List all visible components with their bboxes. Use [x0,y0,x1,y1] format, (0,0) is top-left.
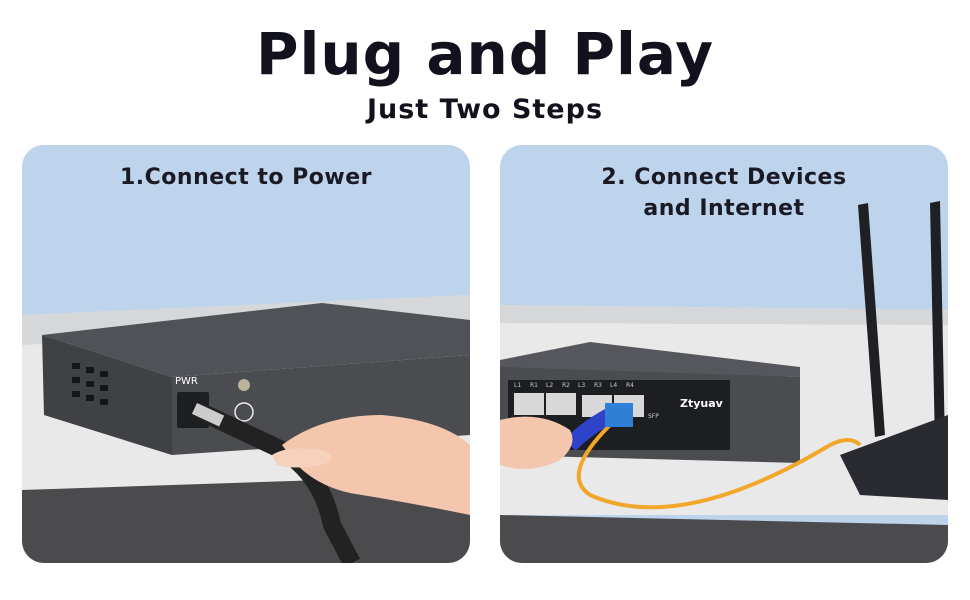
step-1-caption: 1.Connect to Power [119,165,372,190]
vent-holes [72,363,108,405]
sfp-connector [605,403,633,427]
pwr-label: PWR [175,376,198,387]
port-label: L1 [514,382,522,389]
hand [500,416,573,469]
screw-icon [238,379,250,391]
step-1-panel: 1.Connect to Power PWR [22,145,470,563]
router-antenna [858,203,885,437]
step-2-caption-line-2: and Internet [643,196,805,221]
step-2-caption: 2. Connect Devices and Internet [500,162,948,224]
step-2-caption-line-1: 2. Connect Devices [601,165,847,190]
router [840,415,948,500]
port-labels: L1 R1 L2 R2 L3 R3 L4 R4 [514,382,734,389]
port-label: R1 [530,382,538,389]
fiber-cable [576,423,862,510]
port-label: L4 [610,382,618,389]
page-subtitle: Just Two Steps [366,94,604,125]
ground-icon [234,402,254,422]
port-label: R4 [626,382,634,389]
port-label: R3 [594,382,602,389]
switch-top [42,303,470,377]
power-illustration [22,295,470,563]
brand-logo: Ztyuav [680,397,724,410]
sfp-label: SFP [648,413,659,420]
hand [282,415,470,515]
step-2-panel: Ztyuav 2. Connect Devices and Internet L… [500,145,948,563]
port-label: L2 [546,382,554,389]
port-label: L3 [578,382,586,389]
network-illustration: Ztyuav [500,201,948,563]
port-label: R2 [562,382,570,389]
page-title: Plug and Play [255,20,715,88]
